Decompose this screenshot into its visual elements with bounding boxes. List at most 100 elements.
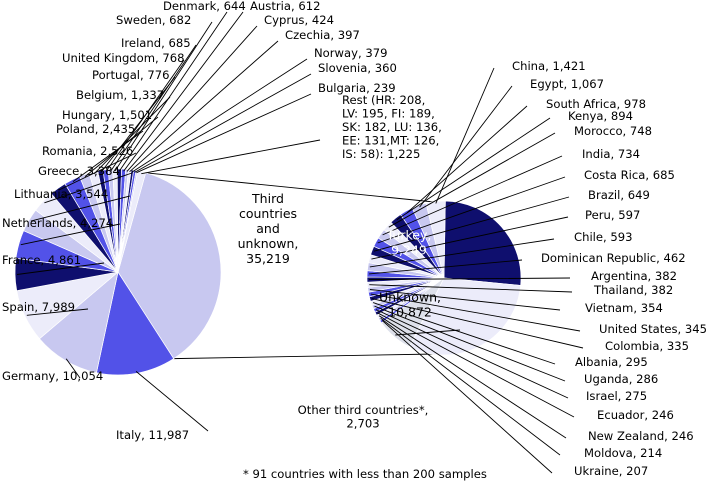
right-pie-leader-vietnam — [369, 289, 561, 311]
left-pie-label-norway: Norway, 379 — [314, 46, 387, 60]
left-pie-leader-netherlands — [20, 223, 121, 246]
left-pie-label-third-countries-and-unknown-line3: unknown, — [238, 236, 299, 251]
right-pie-label-egypt: Egypt, 1,067 — [530, 77, 604, 91]
right-pie-label-unknown-line1: 10,872 — [388, 305, 432, 320]
left-pie-label-austria: Austria, 612 — [250, 0, 320, 13]
left-pie-leader-ireland — [110, 44, 197, 172]
connector-line-top — [145, 172, 435, 203]
footnote: * 91 countries with less than 200 sample… — [243, 467, 487, 481]
left-pie-label-rest-hr-208-lv-195-fi-189-sk-182-lu-136-ee-131-mt-126-is-58-line2: SK: 182, LU: 136, — [342, 120, 442, 134]
right-pie-label-israel: Israel, 275 — [586, 389, 647, 403]
right-pie-label-other-third-countries-line1: 2,703 — [346, 417, 379, 431]
right-pie-label-albania: Albania, 295 — [575, 355, 648, 369]
left-pie-leader-italy — [135, 371, 209, 432]
right-pie-slice-unknown — [408, 277, 522, 356]
left-pie-label-belgium: Belgium, 1,337 — [76, 88, 164, 102]
left-pie-label-slovenia: Slovenia, 360 — [318, 61, 397, 75]
left-pie-label-ireland: Ireland, 685 — [121, 36, 191, 50]
left-pie-leader-rest-hr-208-lv-195-fi-189-sk-182-lu-136-ee-131-mt-126-is-58 — [141, 139, 321, 175]
right-pie-label-brazil: Brazil, 649 — [588, 188, 650, 202]
right-pie-leader-colombia — [371, 298, 584, 349]
right-pie-leader-argentina — [368, 277, 571, 281]
left-pie-label-bulgaria: Bulgaria, 239 — [318, 81, 396, 95]
right-pie-leader-morocco — [388, 132, 556, 228]
right-pie-leader-peru — [371, 216, 569, 260]
right-pie-label-thailand: Thailand, 382 — [593, 283, 673, 297]
left-pie-label-spain: Spain, 7,989 — [2, 300, 75, 314]
left-pie-leader-united-kingdom — [105, 59, 185, 172]
right-pie-label-chile: Chile, 593 — [574, 230, 633, 244]
left-pie-leader-denmark — [119, 11, 228, 172]
left-pie-leader-greece — [44, 172, 133, 204]
left-pie-label-czechia: Czechia, 397 — [285, 28, 360, 42]
right-pie-label-peru: Peru, 597 — [585, 208, 640, 222]
left-pie-label-third-countries-and-unknown-line2: and — [256, 221, 280, 236]
left-pie-leader-czechia — [129, 40, 279, 173]
left-pie-label-lithuania: Lithuania, 3,544 — [14, 187, 108, 201]
right-pie-leader-israel — [375, 309, 569, 399]
left-pie-label-denmark: Denmark, 644 — [163, 0, 246, 13]
left-pie-label-hungary: Hungary, 1,501 — [62, 108, 152, 122]
right-pie-leader-india — [382, 155, 563, 236]
left-pie-label-romania: Romania, 2,526 — [42, 144, 133, 158]
left-pie-label-third-countries-and-unknown-line4: 35,219 — [246, 251, 290, 266]
left-pie-label-netherlands: Netherlands, 4,274 — [2, 216, 113, 230]
right-pie-label-moldova: Moldova, 214 — [584, 446, 662, 460]
right-pie-leader-china — [435, 67, 495, 204]
right-pie-label-ecuador: Ecuador, 246 — [597, 408, 674, 422]
right-pie-leader-uganda — [374, 305, 566, 382]
left-pie-label-rest-hr-208-lv-195-fi-189-sk-182-lu-136-ee-131-mt-126-is-58-line1: LV: 195, FI: 189, — [342, 107, 435, 121]
right-pie-leader-chile — [369, 238, 555, 268]
right-pie-leader-kenya — [396, 117, 551, 221]
left-pie-leader-belgium — [93, 96, 171, 175]
left-pie-label-greece: Greece, 3,384 — [38, 164, 120, 178]
right-pie-leader-egypt — [419, 85, 513, 208]
right-pie-label-turkey: Turkey, — [386, 228, 432, 243]
right-pie-label-costa-rica: Costa Rica, 685 — [584, 168, 675, 182]
left-pie-label-cyprus: Cyprus, 424 — [264, 13, 334, 27]
left-pie-slice-italy — [96, 271, 175, 376]
right-pie-leader-dominican-republic — [369, 259, 523, 275]
left-pie-leader-germany — [65, 358, 81, 379]
left-pie-leader-lithuania — [30, 195, 131, 222]
right-pie-leader-united-states — [370, 293, 581, 332]
right-pie-label-turkey-line1: 9,249 — [391, 243, 427, 258]
right-pie-label-uganda: Uganda, 286 — [584, 372, 658, 386]
right-pie-slice-china — [425, 200, 446, 279]
right-pie-label-other-third-countries: Other third countries*, — [298, 403, 429, 417]
left-pie-label-united-kingdom: United Kingdom, 768 — [62, 51, 185, 65]
right-pie-label-south-africa: South Africa, 978 — [546, 97, 646, 111]
left-pie-label-third-countries-and-unknown-line1: countries — [239, 206, 297, 221]
left-pie-slice-third-countries-and-unknown — [117, 172, 222, 360]
right-pie-label-india: India, 734 — [582, 147, 640, 161]
left-pie-label-portugal: Portugal, 776 — [92, 68, 170, 82]
left-pie-leader-austria — [123, 11, 244, 172]
connector-line-bottom — [173, 353, 437, 360]
left-pie-label-rest-hr-208-lv-195-fi-189-sk-182-lu-136-ee-131-mt-126-is-58: Rest (HR: 208, — [342, 93, 425, 107]
left-pie-leader-france — [16, 262, 105, 275]
left-pie-leader-slovenia — [134, 73, 312, 173]
left-pie-leader-cyprus — [126, 25, 258, 172]
right-pie-label-new-zealand: New Zealand, 246 — [588, 429, 694, 443]
right-pie-leader-costa-rica — [377, 176, 566, 244]
left-pie-label-germany: Germany, 10,054 — [2, 369, 103, 383]
right-pie-label-ukraine: Ukraine, 207 — [574, 464, 648, 478]
right-pie-label-colombia: Colombia, 335 — [605, 339, 689, 353]
left-pie-label-sweden: Sweden, 682 — [116, 13, 191, 27]
right-pie-leader-ecuador — [377, 312, 575, 418]
right-pie-leader-brazil — [373, 196, 570, 252]
left-pie-label-third-countries-and-unknown: Third — [251, 191, 284, 206]
right-pie-leader-moldova — [380, 317, 561, 456]
leader-lines — [16, 11, 584, 474]
right-pie-leader-ukraine — [381, 320, 553, 474]
left-pie-label-rest-hr-208-lv-195-fi-189-sk-182-lu-136-ee-131-mt-126-is-58-line3: EE: 131,MT: 126, — [342, 134, 439, 148]
right-pie-label-united-states: United States, 345 — [599, 322, 707, 336]
right-pie-label-vietnam: Vietnam, 354 — [585, 301, 663, 315]
left-pie-leader-sweden — [114, 21, 213, 172]
left-pie-leader-spain — [26, 308, 89, 316]
right-pie-label-argentina: Argentina, 382 — [591, 269, 677, 283]
right-pie-label-unknown: Unknown, — [379, 290, 441, 305]
